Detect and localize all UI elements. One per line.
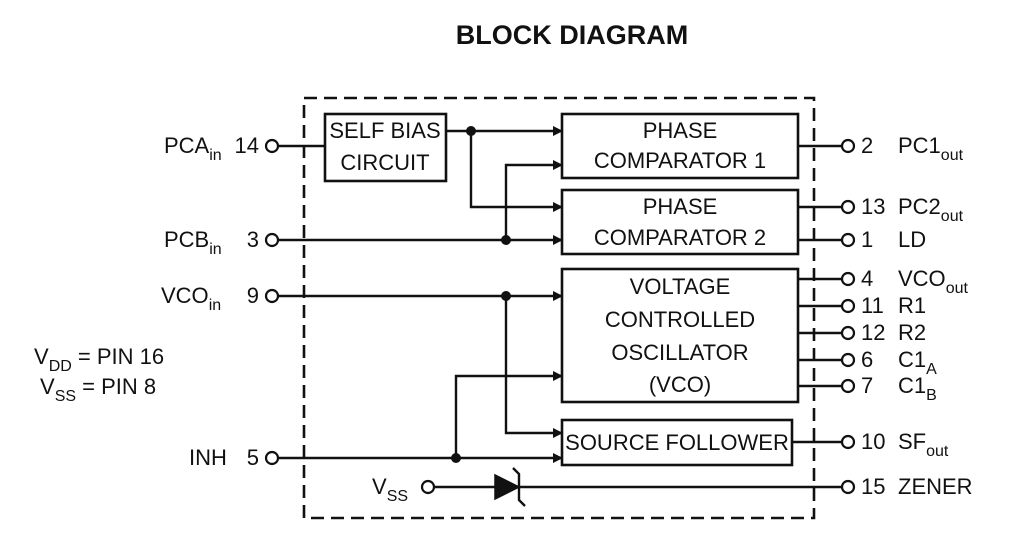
pin-pca-in-number: 14 [235,133,259,158]
svg-text:SELF BIAS: SELF BIAS [329,118,440,143]
pin-pcb-in-label: PCBin [164,227,222,258]
pin-ld-label: LD [898,227,926,252]
phase-comparator-2-block: PHASE COMPARATOR 2 [560,188,800,256]
pin-c1a-number: 6 [861,347,873,372]
pin-vco-in-label: VCOin [161,283,221,314]
diagram-title: BLOCK DIAGRAM [456,20,688,50]
pin-c1a-label: C1A [898,347,937,378]
svg-text:PHASE: PHASE [643,118,718,143]
pin-vco-out-number: 4 [861,266,873,291]
svg-text:COMPARATOR 1: COMPARATOR 1 [594,148,766,173]
pin-terminals [264,138,856,495]
svg-text:CONTROLLED: CONTROLLED [605,307,755,332]
self-bias-circuit-block: SELF BIAS CIRCUIT [323,112,448,183]
svg-text:CIRCUIT: CIRCUIT [340,150,429,175]
pin-r2-number: 12 [861,320,885,345]
vss-input-label: VSS [372,474,408,505]
svg-text:(VCO): (VCO) [649,372,711,397]
pin-r1-number: 11 [861,293,884,318]
pin-ld-number: 1 [861,227,873,252]
pin-r1-label: R1 [898,293,926,318]
pin-zener-number: 15 [861,474,885,499]
pin-pca-in-label: PCAin [164,133,222,164]
svg-text:PHASE: PHASE [643,194,718,219]
pin-c1b-number: 7 [861,373,873,398]
pin-r2-label: R2 [898,320,926,345]
svg-text:VOLTAGE: VOLTAGE [630,274,731,299]
pin-inh-number: 5 [247,445,259,470]
chip-boundary [302,96,816,520]
source-follower-block: SOURCE FOLLOWER [560,418,794,467]
pin-c1b-label: C1B [898,373,937,404]
phase-comparator-1-block: PHASE COMPARATOR 1 [560,112,800,180]
vss-pin-note: VSS = PIN 8 [40,374,156,405]
pin-sf-out-label: SFout [898,429,949,460]
junction-dots [451,126,511,463]
svg-text:SOURCE FOLLOWER: SOURCE FOLLOWER [565,430,789,455]
pin-sf-out-number: 10 [861,429,885,454]
vco-block: VOLTAGE CONTROLLED OSCILLATOR (VCO) [560,267,800,404]
pin-pc2-out-label: PC2out [898,194,964,225]
pin-vco-in-number: 9 [247,283,259,308]
svg-text:OSCILLATOR: OSCILLATOR [611,340,748,365]
zener-diode-icon [494,467,526,507]
pin-inh-label: INH [189,445,227,470]
pin-pcb-in-number: 3 [247,227,259,252]
vdd-pin-note: VDD = PIN 16 [34,344,164,375]
pin-pc1-out-label: PC1out [898,133,964,164]
svg-text:COMPARATOR 2: COMPARATOR 2 [594,225,766,250]
pin-zener-label: ZENER [898,474,973,499]
pin-pc2-out-number: 13 [861,194,885,219]
pin-pc1-out-number: 2 [861,133,873,158]
pin-vco-out-label: VCOout [898,266,968,297]
